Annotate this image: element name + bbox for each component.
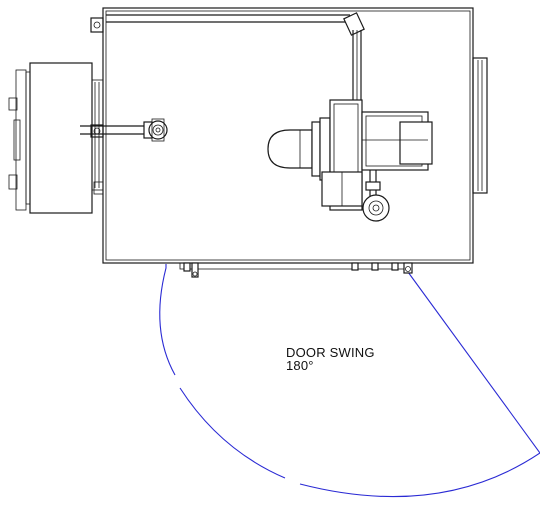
door-swing-arc [159,264,540,498]
door-swing-angle: 180° [286,358,314,373]
articulating-arm [106,12,365,100]
bottom-hardware [179,262,413,278]
top-mounting-tabs [90,17,104,138]
right-side-panel [472,57,488,194]
burner-assembly [267,99,433,222]
door-swing-text: DOOR SWING [286,345,375,360]
left-pipe-rod [80,118,168,142]
left-control-box [8,62,104,214]
door-swing-label: DOOR SWING 180° [286,346,375,372]
